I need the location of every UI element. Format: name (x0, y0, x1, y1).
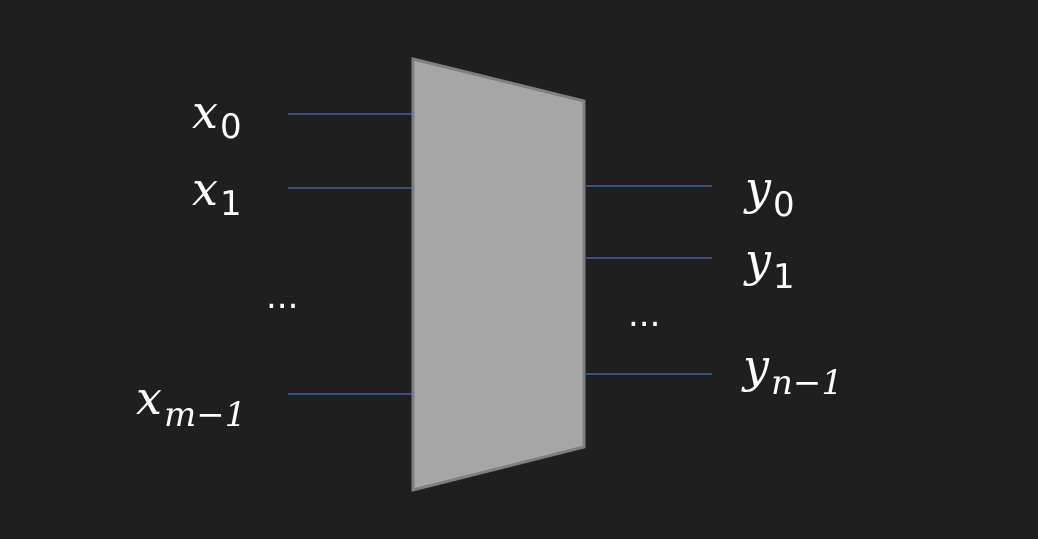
output-subscript: n−1 (771, 363, 843, 403)
input-symbol: x (192, 162, 218, 216)
input-label-0: x0 (192, 85, 242, 147)
output-symbol: y (743, 161, 772, 215)
output-subscript: 0 (773, 185, 795, 225)
input-subscript: 1 (220, 184, 242, 224)
input-subscript: m−1 (164, 395, 246, 435)
input-label-1: x1 (192, 162, 242, 224)
input-symbol: x (192, 85, 218, 139)
output-label-0: y0 (743, 161, 795, 225)
input-symbol: x (136, 371, 162, 425)
output-label-n-1: yn−1 (741, 339, 843, 403)
input-subscript: 0 (220, 107, 242, 147)
output-symbol: y (741, 339, 770, 393)
output-ellipsis: ... (628, 295, 660, 335)
processing-block (411, 57, 586, 492)
output-subscript: 1 (773, 257, 795, 297)
output-label-1: y1 (743, 233, 795, 297)
input-ellipsis: ... (266, 277, 298, 317)
output-symbol: y (743, 233, 772, 287)
input-label-m-1: xm−1 (136, 371, 246, 435)
